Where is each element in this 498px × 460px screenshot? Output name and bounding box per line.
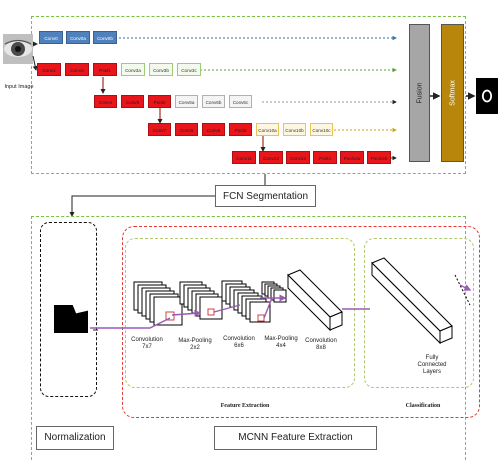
input-image-label: Input Image (4, 84, 34, 90)
fcn-layer-conv0b: Conv0b (93, 31, 117, 44)
normalization-panel (40, 222, 97, 397)
conv-stack-7x7 (133, 281, 183, 326)
fcn-layer-conv6c: Conv6c (229, 95, 252, 108)
fcn-layer-conv8: Conv8 (175, 123, 198, 136)
output-map (476, 78, 498, 114)
fcn-layer-conv3c: Conv3c (177, 63, 201, 76)
fcn-layer-conv9: Conv9 (202, 123, 225, 136)
fc-dots (454, 274, 471, 306)
layer-caption-name: Convolution (131, 337, 163, 343)
layer-caption-size: 2x2 (190, 345, 200, 351)
feature-extraction-caption: Feature Extraction (220, 403, 270, 409)
fcn-layer-pool2: Pool2 (148, 95, 171, 108)
feature-extraction-inner (125, 238, 355, 388)
fcn-layer-conv0: Conv0 (39, 31, 63, 44)
fully-connected-caption: Fully Connected Layers (417, 355, 447, 375)
fcn-layer-conv10a: Conv10a (256, 123, 279, 136)
layer-caption-size: 8x8 (316, 345, 326, 351)
feature-extraction-panel (122, 226, 480, 418)
fcn-layer-pool1: Pool1 (93, 63, 117, 76)
layer-caption-size: 7x7 (142, 344, 152, 350)
fcn-layer-pool14b: Pool14b (367, 151, 391, 164)
fcn-layer-conv3a: Conv3a (121, 63, 145, 76)
fcn-segmentation-label: FCN Segmentation (215, 185, 316, 207)
fcn-layer-conv12: Conv12 (259, 151, 283, 164)
fcn-layer-pool14a: Pool14a (340, 151, 364, 164)
softmax-block: Softmax (441, 24, 464, 162)
layer-caption-size: 6x6 (234, 343, 244, 349)
fcn-layer-conv4: Conv4 (94, 95, 117, 108)
classification-caption: Classification (405, 403, 441, 409)
mcnn-feature-extraction-label: MCNN Feature Extraction (214, 426, 377, 450)
fcn-layer-conv7: Conv7 (148, 123, 171, 136)
layer-caption-size: 4x4 (276, 343, 286, 349)
layer-caption-name: Max-Pooling (264, 336, 298, 342)
fcn-layer-conv13: Conv13 (286, 151, 310, 164)
fcn-layer-conv2: Conv2 (65, 63, 89, 76)
mcnn-panel (31, 216, 466, 460)
fcn-layer-conv0a: Conv0a (66, 31, 90, 44)
pool-stack-2x2 (179, 281, 223, 320)
fcn-layer-conv5: Conv5 (121, 95, 144, 108)
layer-caption-name: Max-Pooling (178, 338, 212, 344)
pool-stack-4x4 (261, 281, 287, 303)
fcn-layer-pool3: Pool3 (229, 123, 252, 136)
fcn-layer-conv10b: Conv10b (283, 123, 306, 136)
fcn-layer-conv1: Conv1 (37, 63, 61, 76)
fcn-layer-conv3b: Conv3b (149, 63, 173, 76)
layer-caption-name: Convolution (305, 338, 337, 344)
fcn-layer-conv11: Conv11 (232, 151, 256, 164)
fcn-layer-pool4: Pool4 (313, 151, 337, 164)
fcn-layer-conv6b: Conv6b (202, 95, 225, 108)
classification-inner (364, 238, 474, 388)
fcn-layer-conv10c: Conv10c (310, 123, 333, 136)
normalization-label: Normalization (36, 426, 114, 450)
fcn-panel (31, 16, 466, 174)
input-eye-image (3, 34, 33, 64)
fcn-layer-conv6a: Conv6a (175, 95, 198, 108)
conv-bar-8x8 (287, 269, 343, 332)
fusion-block: Fusion (409, 24, 430, 162)
fc-bar (371, 257, 453, 345)
layer-caption-name: Convolution (223, 336, 255, 342)
